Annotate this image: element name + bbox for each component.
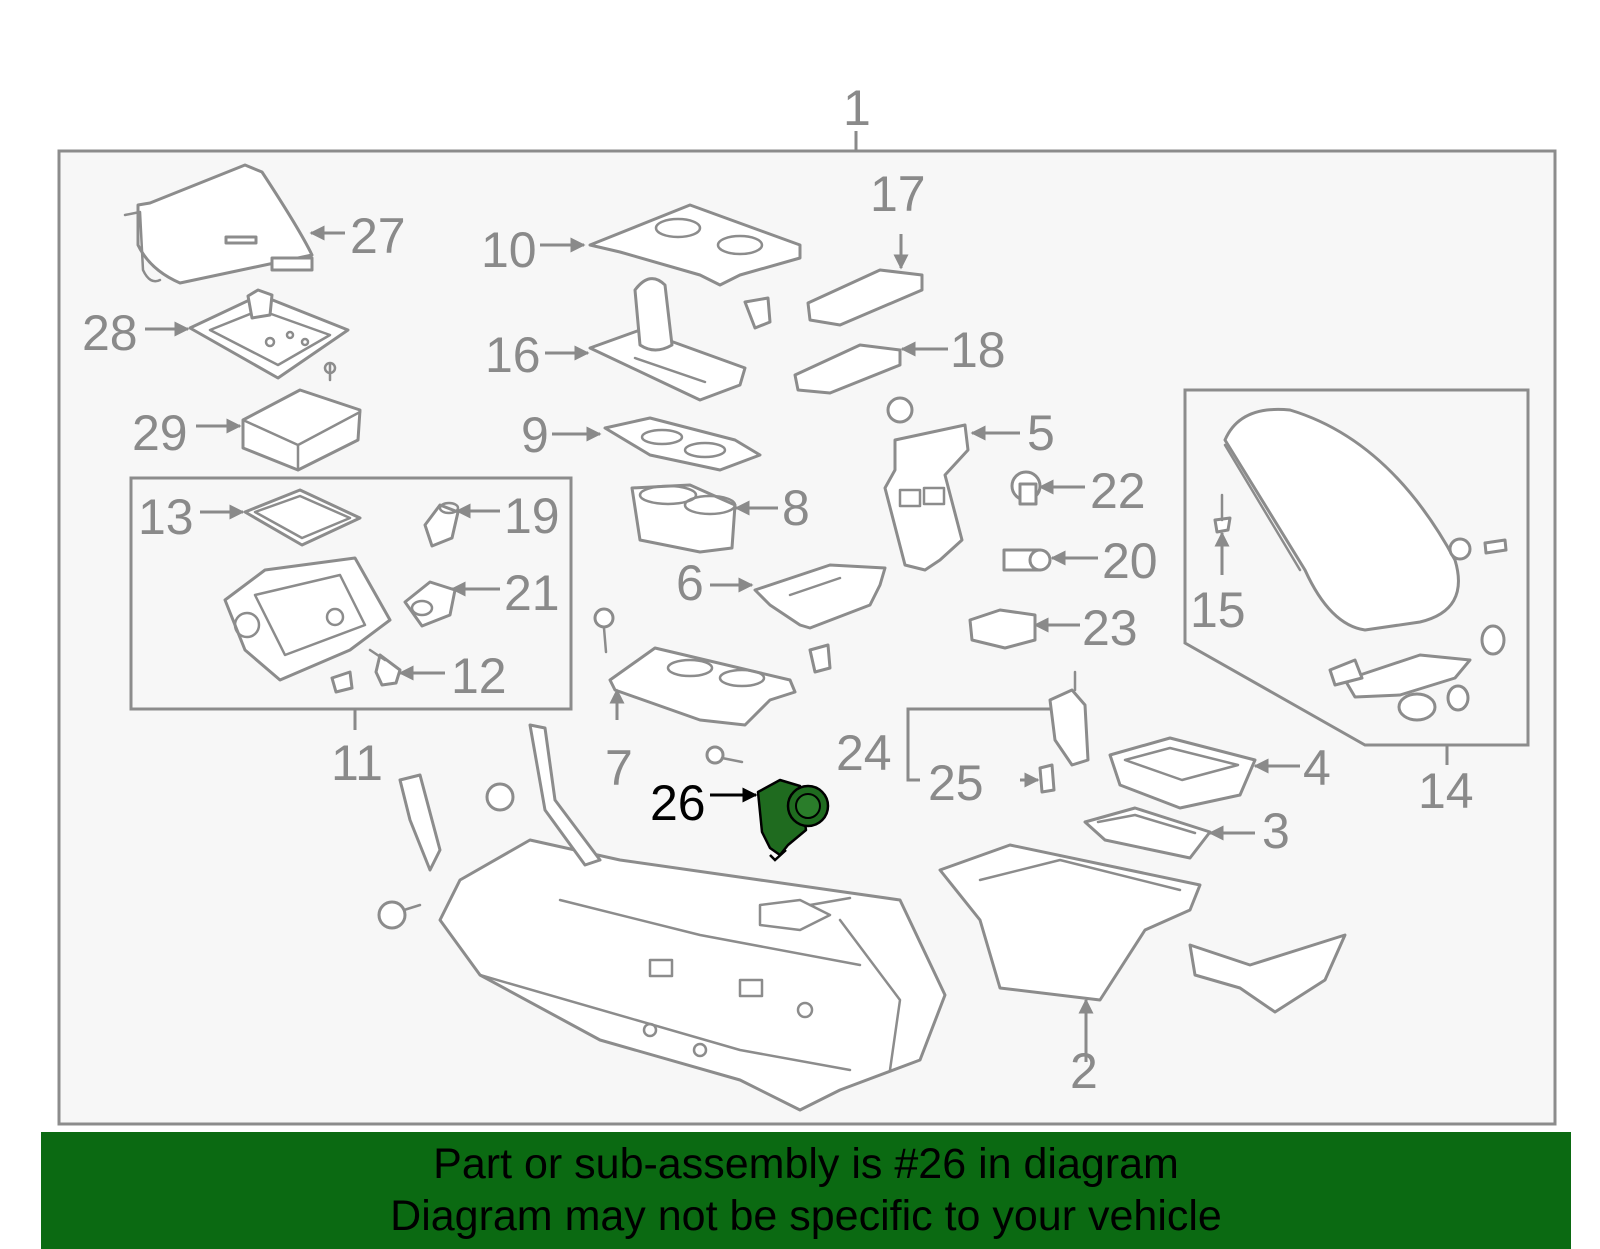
callout-22: 22	[1090, 463, 1146, 519]
part-25-shape	[1038, 763, 1056, 794]
callout-25: 25	[928, 755, 984, 811]
callout-14: 14	[1418, 763, 1474, 819]
callout-7: 7	[605, 740, 633, 796]
callout-13: 13	[138, 489, 194, 545]
banner-line-1: Part or sub-assembly is #26 in diagram	[433, 1140, 1179, 1188]
part-29-shape	[241, 388, 362, 472]
callout-28: 28	[82, 305, 138, 361]
part-20-shape	[1002, 548, 1052, 572]
clip-6-shape	[808, 643, 832, 674]
part-4-shape	[1108, 736, 1257, 810]
part-18-shape	[793, 343, 902, 395]
part-7-shape	[608, 646, 797, 727]
part-5-shape	[883, 396, 970, 572]
callout-12: 12	[451, 648, 507, 704]
part-24-shape	[1048, 670, 1090, 767]
part-19-shape	[423, 501, 460, 548]
callout-29: 29	[132, 405, 188, 461]
part-2-shape	[938, 843, 1347, 1014]
part-3-shape	[1083, 806, 1212, 860]
callout-17: 17	[870, 166, 926, 222]
part-28-shape	[188, 288, 350, 382]
callout-26[interactable]: 26	[650, 775, 706, 831]
callout-4: 4	[1303, 740, 1331, 796]
callout-23: 23	[1082, 600, 1138, 656]
callout-19: 19	[504, 488, 560, 544]
callout-16: 16	[485, 327, 541, 383]
callout-15: 15	[1190, 582, 1246, 638]
part-23-shape	[968, 608, 1037, 650]
screw-7-shape	[593, 607, 615, 654]
part-6-shape	[753, 563, 887, 630]
callout-8: 8	[782, 480, 810, 536]
callout-6: 6	[676, 555, 704, 611]
callout-18: 18	[950, 322, 1006, 378]
part-12-shape	[368, 648, 402, 687]
callout-3: 3	[1262, 803, 1290, 859]
part-16-shape	[588, 277, 747, 402]
part-21-shape	[403, 580, 457, 628]
callout-9: 9	[521, 407, 549, 463]
callout-2: 2	[1070, 1043, 1098, 1099]
part-14-armrest-shape	[1213, 407, 1508, 722]
part-22-shape	[1010, 470, 1042, 506]
clip-10-shape	[743, 296, 772, 330]
callout-24: 24	[836, 725, 892, 781]
group-frame-11	[129, 476, 573, 711]
callout-21: 21	[504, 565, 560, 621]
callout-5: 5	[1027, 405, 1055, 461]
banner-line-2: Diagram may not be specific to your vehi…	[390, 1192, 1222, 1240]
part-9-shape	[603, 416, 762, 472]
callout-27: 27	[350, 208, 406, 264]
part-17-shape	[806, 268, 924, 327]
callout-10: 10	[481, 222, 537, 278]
part-10-shape	[588, 203, 802, 287]
info-banner: Part or sub-assembly is #26 in diagram D…	[41, 1132, 1571, 1249]
part-26-shape[interactable]	[756, 778, 830, 862]
callout-20: 20	[1102, 533, 1158, 589]
part-13-shape	[243, 488, 362, 547]
leader-lines	[145, 225, 1300, 1062]
callout-1: 1	[843, 80, 871, 136]
part-27-shape	[123, 163, 314, 285]
clip-11-shape	[330, 670, 354, 694]
console-body-shape	[377, 723, 947, 1112]
part-11-bin-shape	[223, 556, 392, 682]
part-8-shape	[630, 483, 737, 554]
callout-11: 11	[331, 735, 383, 791]
